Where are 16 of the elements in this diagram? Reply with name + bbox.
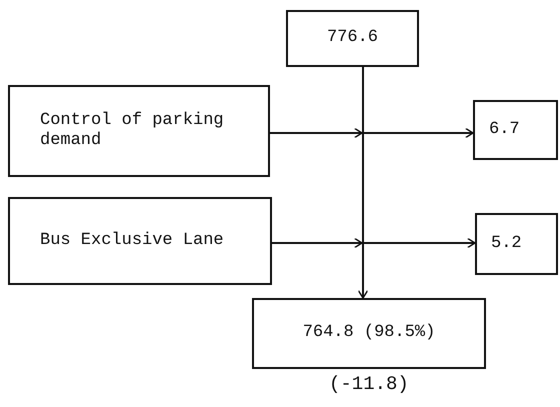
box-label: Control of parking demand xyxy=(40,110,225,152)
process-box xyxy=(8,85,270,177)
process-box xyxy=(252,298,486,369)
box-label: 6.7 xyxy=(489,120,520,140)
process-box xyxy=(8,197,272,285)
arrow xyxy=(358,67,368,299)
process-box xyxy=(286,10,419,67)
box-label: 776.6 xyxy=(326,28,378,49)
arrow xyxy=(270,128,473,138)
process-box xyxy=(475,213,558,275)
box-label: 764.8 (98.5%) xyxy=(302,323,436,344)
box-label: 5.2 xyxy=(491,234,522,254)
arrow xyxy=(272,238,475,248)
process-box xyxy=(473,100,558,160)
box-label: Bus Exclusive Lane xyxy=(40,230,224,252)
value-note: (-11.8) xyxy=(329,373,409,395)
